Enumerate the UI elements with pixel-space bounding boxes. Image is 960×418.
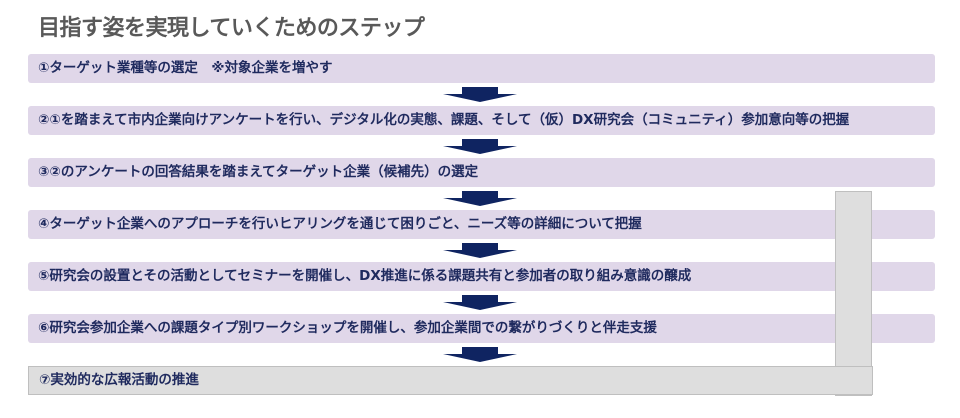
step-3: ③②のアンケートの回答結果を踏まえてターゲット企業（候補先）の選定 [28, 158, 935, 187]
down-arrow-icon [443, 243, 517, 258]
down-arrow-icon [443, 87, 517, 102]
page-title: 目指す姿を実現していくためのステップ [38, 16, 425, 41]
step-5: ⑤研究会の設置とその活動としてセミナーを開催し、DX推進に係る課題共有と参加者の… [28, 262, 935, 291]
step-6: ⑥研究会参加企業への課題タイプ別ワークショップを開催し、参加企業間での繋がりづく… [28, 314, 935, 343]
down-arrow-icon [443, 295, 517, 310]
loop-connector [835, 191, 872, 396]
step-2: ②①を踏まえて市内企業向けアンケートを行い、デジタル化の実態、課題、そして（仮）… [28, 106, 935, 135]
step-7: ⑦実効的な広報活動の推進 [28, 366, 873, 395]
step-4: ④ターゲット企業へのアプローチを行いヒアリングを通じて困りごと、ニーズ等の詳細に… [28, 210, 935, 239]
step-1: ①ターゲット業種等の選定 ※対象企業を増やす [28, 54, 935, 83]
down-arrow-icon [443, 191, 517, 206]
down-arrow-icon [443, 347, 517, 362]
down-arrow-icon [443, 139, 517, 154]
